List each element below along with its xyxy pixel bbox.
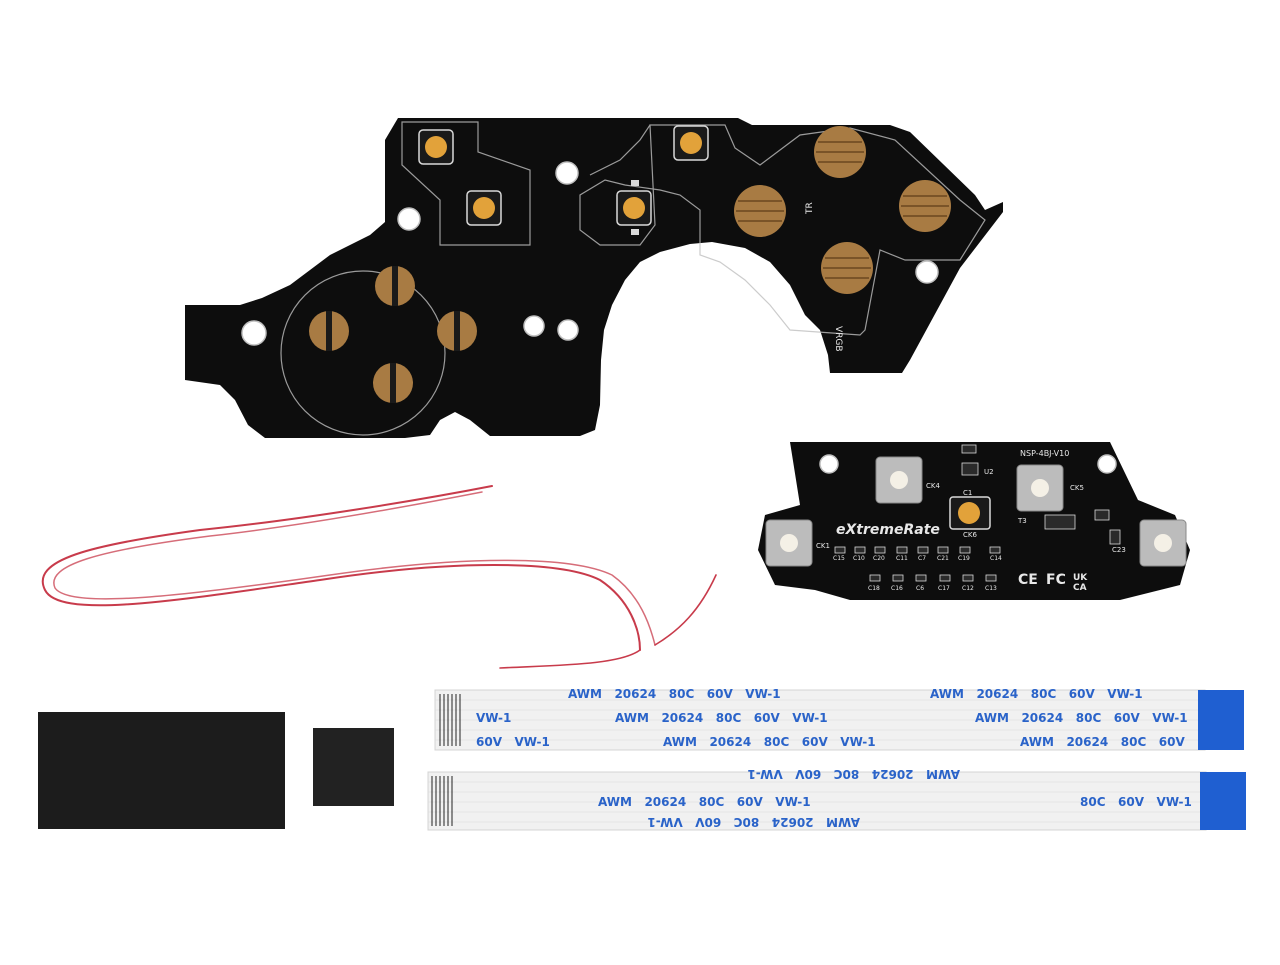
label-ck4: CK4 <box>926 482 940 490</box>
cable1-row1: AWM 20624 80C 60V VW-1 <box>568 687 781 701</box>
main-controller-board: TR VRGB <box>185 118 1003 438</box>
tactile-switch-right <box>1139 519 1187 567</box>
small-board-hole-right <box>1097 454 1117 474</box>
uk-mark: UK <box>1073 573 1088 583</box>
ribbon-cable-2: AWM 20624 80C 60V VW-1 AWM 20624 80C 60V… <box>427 767 1246 831</box>
face-button-left-contact <box>734 185 786 237</box>
label-c10: C10 <box>853 555 865 562</box>
cable2-row3: AWM 20624 80C 60V VW-1 <box>647 815 860 829</box>
label-ck6: CK6 <box>963 531 977 539</box>
smd-components <box>834 444 1121 582</box>
face-button-bottom-contact <box>821 242 873 294</box>
label-c12: C12 <box>962 585 974 592</box>
cable1-row1b: AWM 20624 80C 60V VW-1 <box>930 687 1143 701</box>
label-c20: C20 <box>873 555 885 562</box>
cable1-row2-prefix: VW-1 <box>476 711 511 725</box>
cable1-row3: AWM 20624 80C 60V VW-1 <box>663 735 876 749</box>
cable1-row3-end: AWM 20624 80C 60V <box>1020 735 1185 749</box>
fc-mark: FC <box>1046 572 1066 588</box>
label-c23: C23 <box>1112 546 1126 554</box>
face-button-top-contact <box>814 126 866 178</box>
dpad-left-contact <box>309 311 349 351</box>
gold-tactile-pads <box>418 125 709 235</box>
main-board-outline <box>185 118 1003 438</box>
mounting-holes <box>241 161 939 346</box>
red-wire <box>41 485 717 669</box>
brand-label: eXtremeRate <box>836 522 940 538</box>
ca-mark: CA <box>1073 583 1087 593</box>
dpad-contacts <box>309 266 477 403</box>
small-foam-pad <box>313 728 394 806</box>
label-ck1: CK1 <box>816 542 830 550</box>
face-button-contacts <box>734 126 951 294</box>
cable1-row3-prefix: 60V VW-1 <box>476 735 550 749</box>
label-u2: U2 <box>984 468 994 476</box>
label-c19: C19 <box>958 555 970 562</box>
label-c15: C15 <box>833 555 845 562</box>
cable2-row2-end: 80C 60V VW-1 <box>1080 795 1192 809</box>
dpad-down-contact <box>373 363 413 403</box>
label-c21: C21 <box>937 555 949 562</box>
label-ck5: CK5 <box>1070 484 1084 492</box>
tactile-switch-ck1 <box>765 519 813 567</box>
tactile-switch-ck5 <box>1016 464 1064 512</box>
dpad-up-contact <box>375 266 415 306</box>
cable2-row1: AWM 20624 80C 60V VW-1 <box>747 767 960 781</box>
label-c11: C11 <box>896 555 908 562</box>
large-foam-pad <box>38 712 285 829</box>
label-c1: C1 <box>963 489 972 497</box>
small-board-hole-left <box>819 454 839 474</box>
label-c17: C17 <box>938 585 950 592</box>
cable2-row2: AWM 20624 80C 60V VW-1 <box>598 795 811 809</box>
model-label: NSP-4BJ-V10 <box>1020 449 1069 458</box>
label-c13: C13 <box>985 585 997 592</box>
label-c18: C18 <box>868 585 880 592</box>
cable1-row2b: AWM 20624 80C 60V VW-1 <box>975 711 1188 725</box>
small-button-board: eXtremeRate NSP-4BJ-V10 CK4 CK5 CK6 CK1 … <box>758 442 1190 600</box>
dpad-right-contact <box>437 311 477 351</box>
tactile-pad-ck6 <box>949 496 991 530</box>
face-button-right-contact <box>899 180 951 232</box>
label-c7: C7 <box>918 555 926 562</box>
label-tr: TR <box>805 202 815 215</box>
label-rgb: VRGB <box>833 326 843 352</box>
label-c6: C6 <box>916 585 924 592</box>
cable1-row2: AWM 20624 80C 60V VW-1 <box>615 711 828 725</box>
label-t3: T3 <box>1017 517 1027 525</box>
label-c14: C14 <box>990 555 1002 562</box>
tactile-switch-ck4 <box>875 456 923 504</box>
ribbon-cable-1: AWM 20624 80C 60V VW-1 AWM 20624 80C 60V… <box>434 687 1244 751</box>
ce-mark: CE <box>1018 572 1038 588</box>
label-c16: C16 <box>891 585 903 592</box>
